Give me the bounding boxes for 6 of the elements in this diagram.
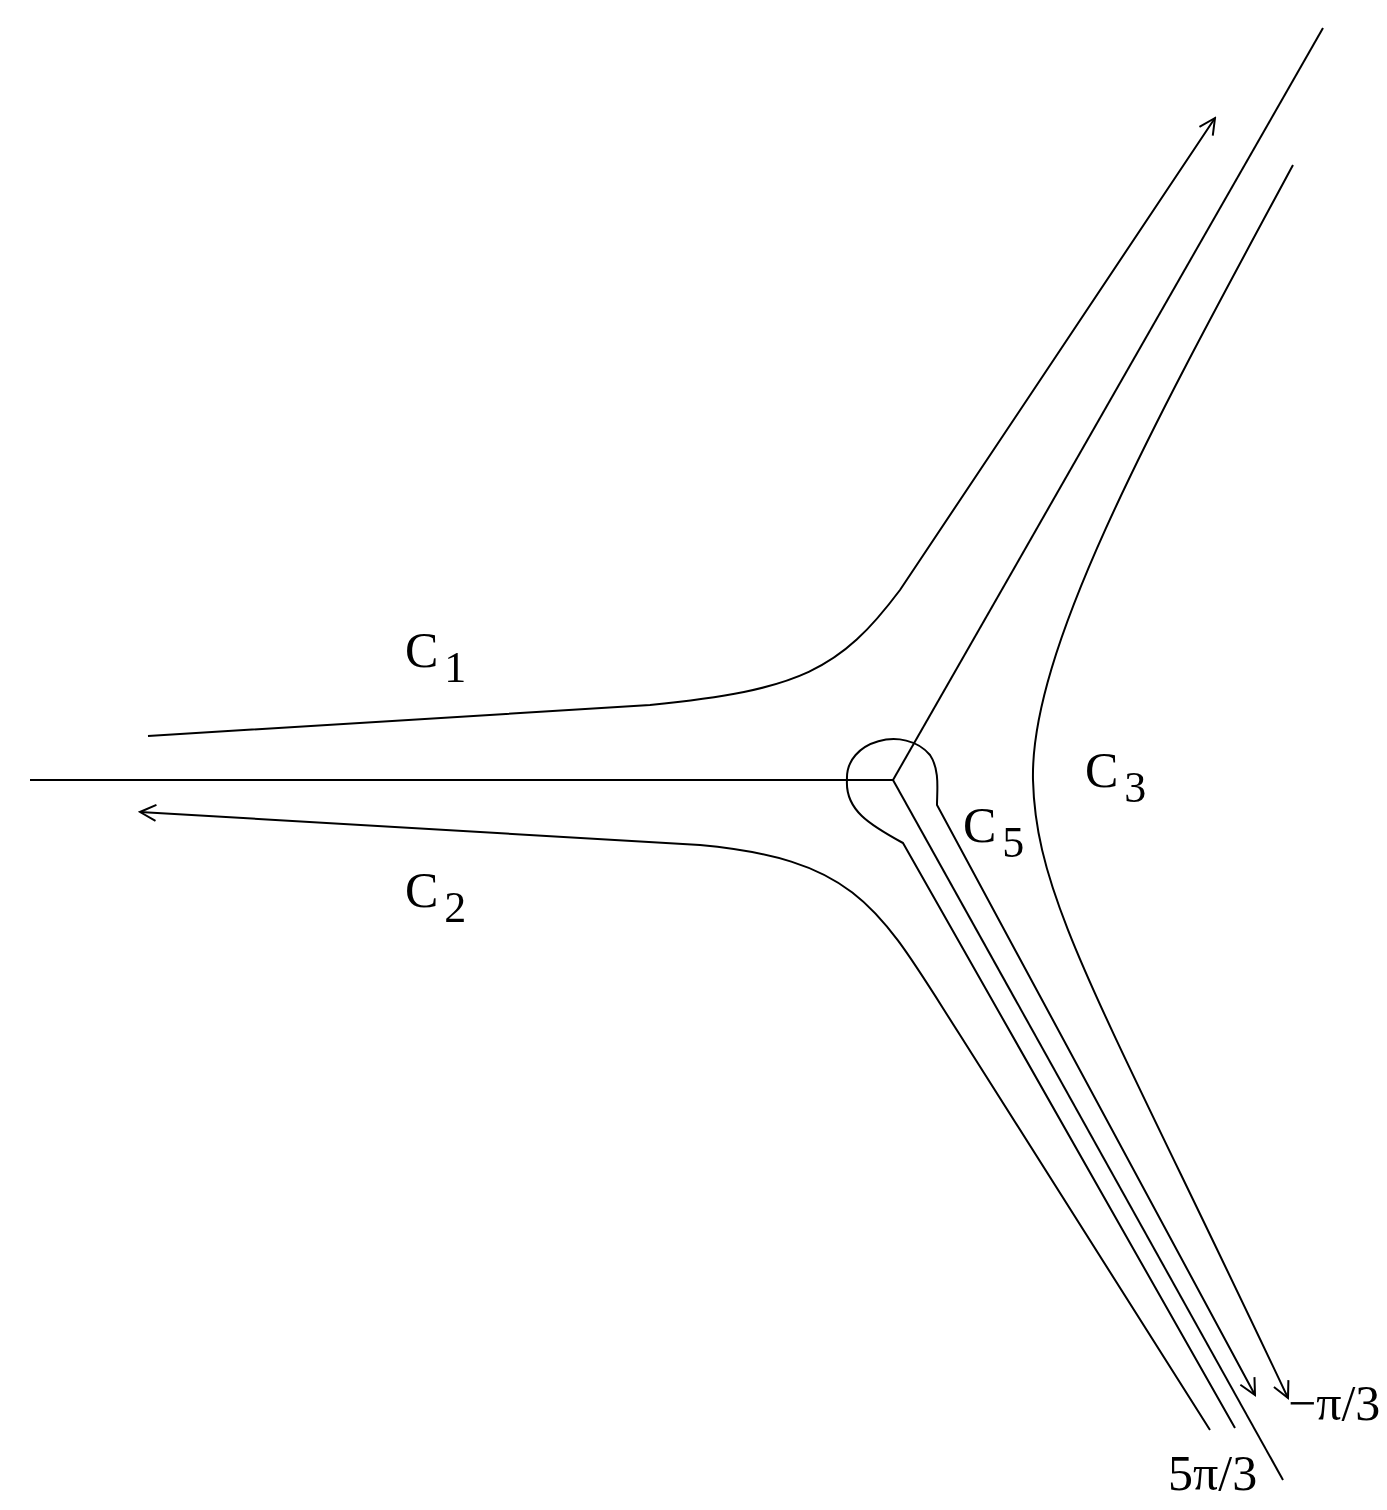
contour-label: C$_{5}$ — [963, 800, 1025, 866]
contour-label: C$_{1}$ — [405, 625, 467, 691]
angle-label: −π/3 — [1288, 1378, 1381, 1428]
contour-label: C$_{2}$ — [405, 865, 467, 931]
angle-label: 5π/3 — [1168, 1448, 1258, 1498]
contour-label: C$_{3}$ — [1085, 745, 1147, 811]
